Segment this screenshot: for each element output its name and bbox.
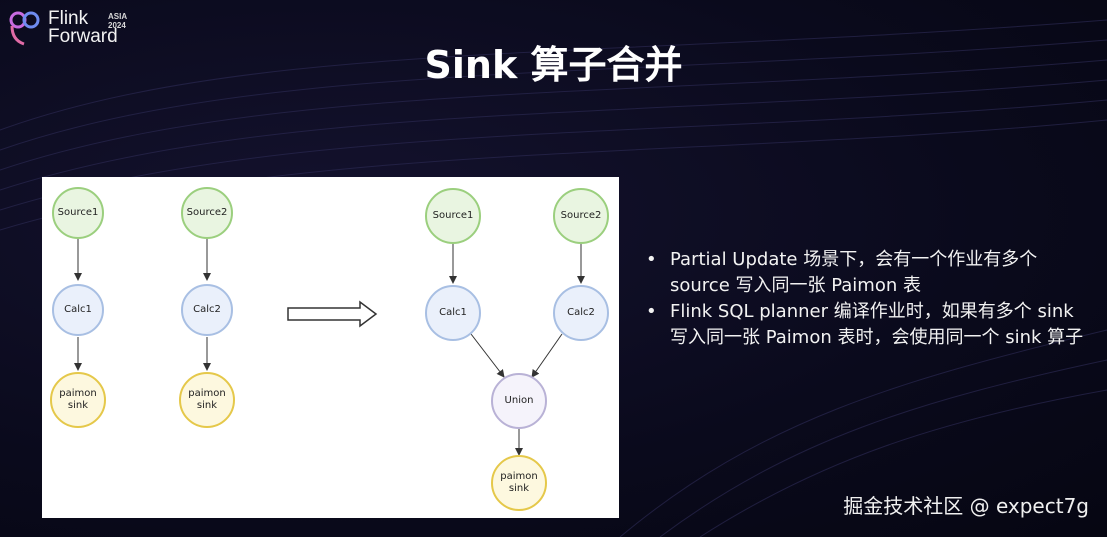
edge-r-calc1-union xyxy=(470,333,505,378)
label-r-source1: Source1 xyxy=(432,210,474,221)
transform-arrow xyxy=(287,300,378,328)
label-r-calc2: Calc2 xyxy=(567,307,595,318)
bullet-item: Partial Update 场景下，会有一个作业有多个 source 写入同一… xyxy=(646,247,1086,299)
node-source2 xyxy=(181,187,233,239)
node-sink2 xyxy=(179,372,235,428)
bullet-item: Flink SQL planner 编译作业时，如果有多个 sink 写入同一张… xyxy=(646,299,1086,351)
label-calc1: Calc1 xyxy=(64,304,92,315)
slide-title: Sink 算子合并 xyxy=(424,43,683,87)
flink-logo-icon xyxy=(9,11,40,46)
watermark: 掘金技术社区 @ expect7g xyxy=(843,494,1089,518)
node-r-source2 xyxy=(553,188,609,244)
node-r-calc1 xyxy=(425,285,481,341)
node-calc1 xyxy=(52,284,104,336)
label-calc2: Calc2 xyxy=(193,304,221,315)
node-r-sink xyxy=(491,455,547,511)
node-r-source1 xyxy=(425,188,481,244)
label-sink2: paimon sink xyxy=(188,388,226,411)
node-source1 xyxy=(52,187,104,239)
node-r-union xyxy=(491,373,547,429)
bullet-list: Partial Update 场景下，会有一个作业有多个 source 写入同一… xyxy=(646,247,1086,351)
logo-line-1: Flink xyxy=(48,8,89,29)
logo-wordmark: Flink Forward xyxy=(48,8,118,47)
label-r-union: Union xyxy=(504,395,534,406)
event-badge: ASIA 2024 xyxy=(108,12,127,30)
logo-line-2: Forward xyxy=(48,26,118,47)
operator-diagram: Source1 Source2 Calc1 Calc2 paimon sink … xyxy=(42,177,619,518)
edge-r-calc2-union xyxy=(531,333,563,378)
diagram-canvas xyxy=(50,187,609,511)
label-source2: Source2 xyxy=(186,207,228,218)
label-r-calc1: Calc1 xyxy=(439,307,467,318)
event-badge-year: 2024 xyxy=(108,21,126,30)
event-badge-region: ASIA xyxy=(108,12,128,21)
node-calc2 xyxy=(181,284,233,336)
label-r-source2: Source2 xyxy=(560,210,602,221)
node-sink1 xyxy=(50,372,106,428)
node-r-calc2 xyxy=(553,285,609,341)
flink-forward-logo: Flink Forward xyxy=(8,8,118,48)
label-r-sink: paimon sink xyxy=(500,471,538,494)
label-sink1: paimon sink xyxy=(59,388,97,411)
label-source1: Source1 xyxy=(57,207,99,218)
